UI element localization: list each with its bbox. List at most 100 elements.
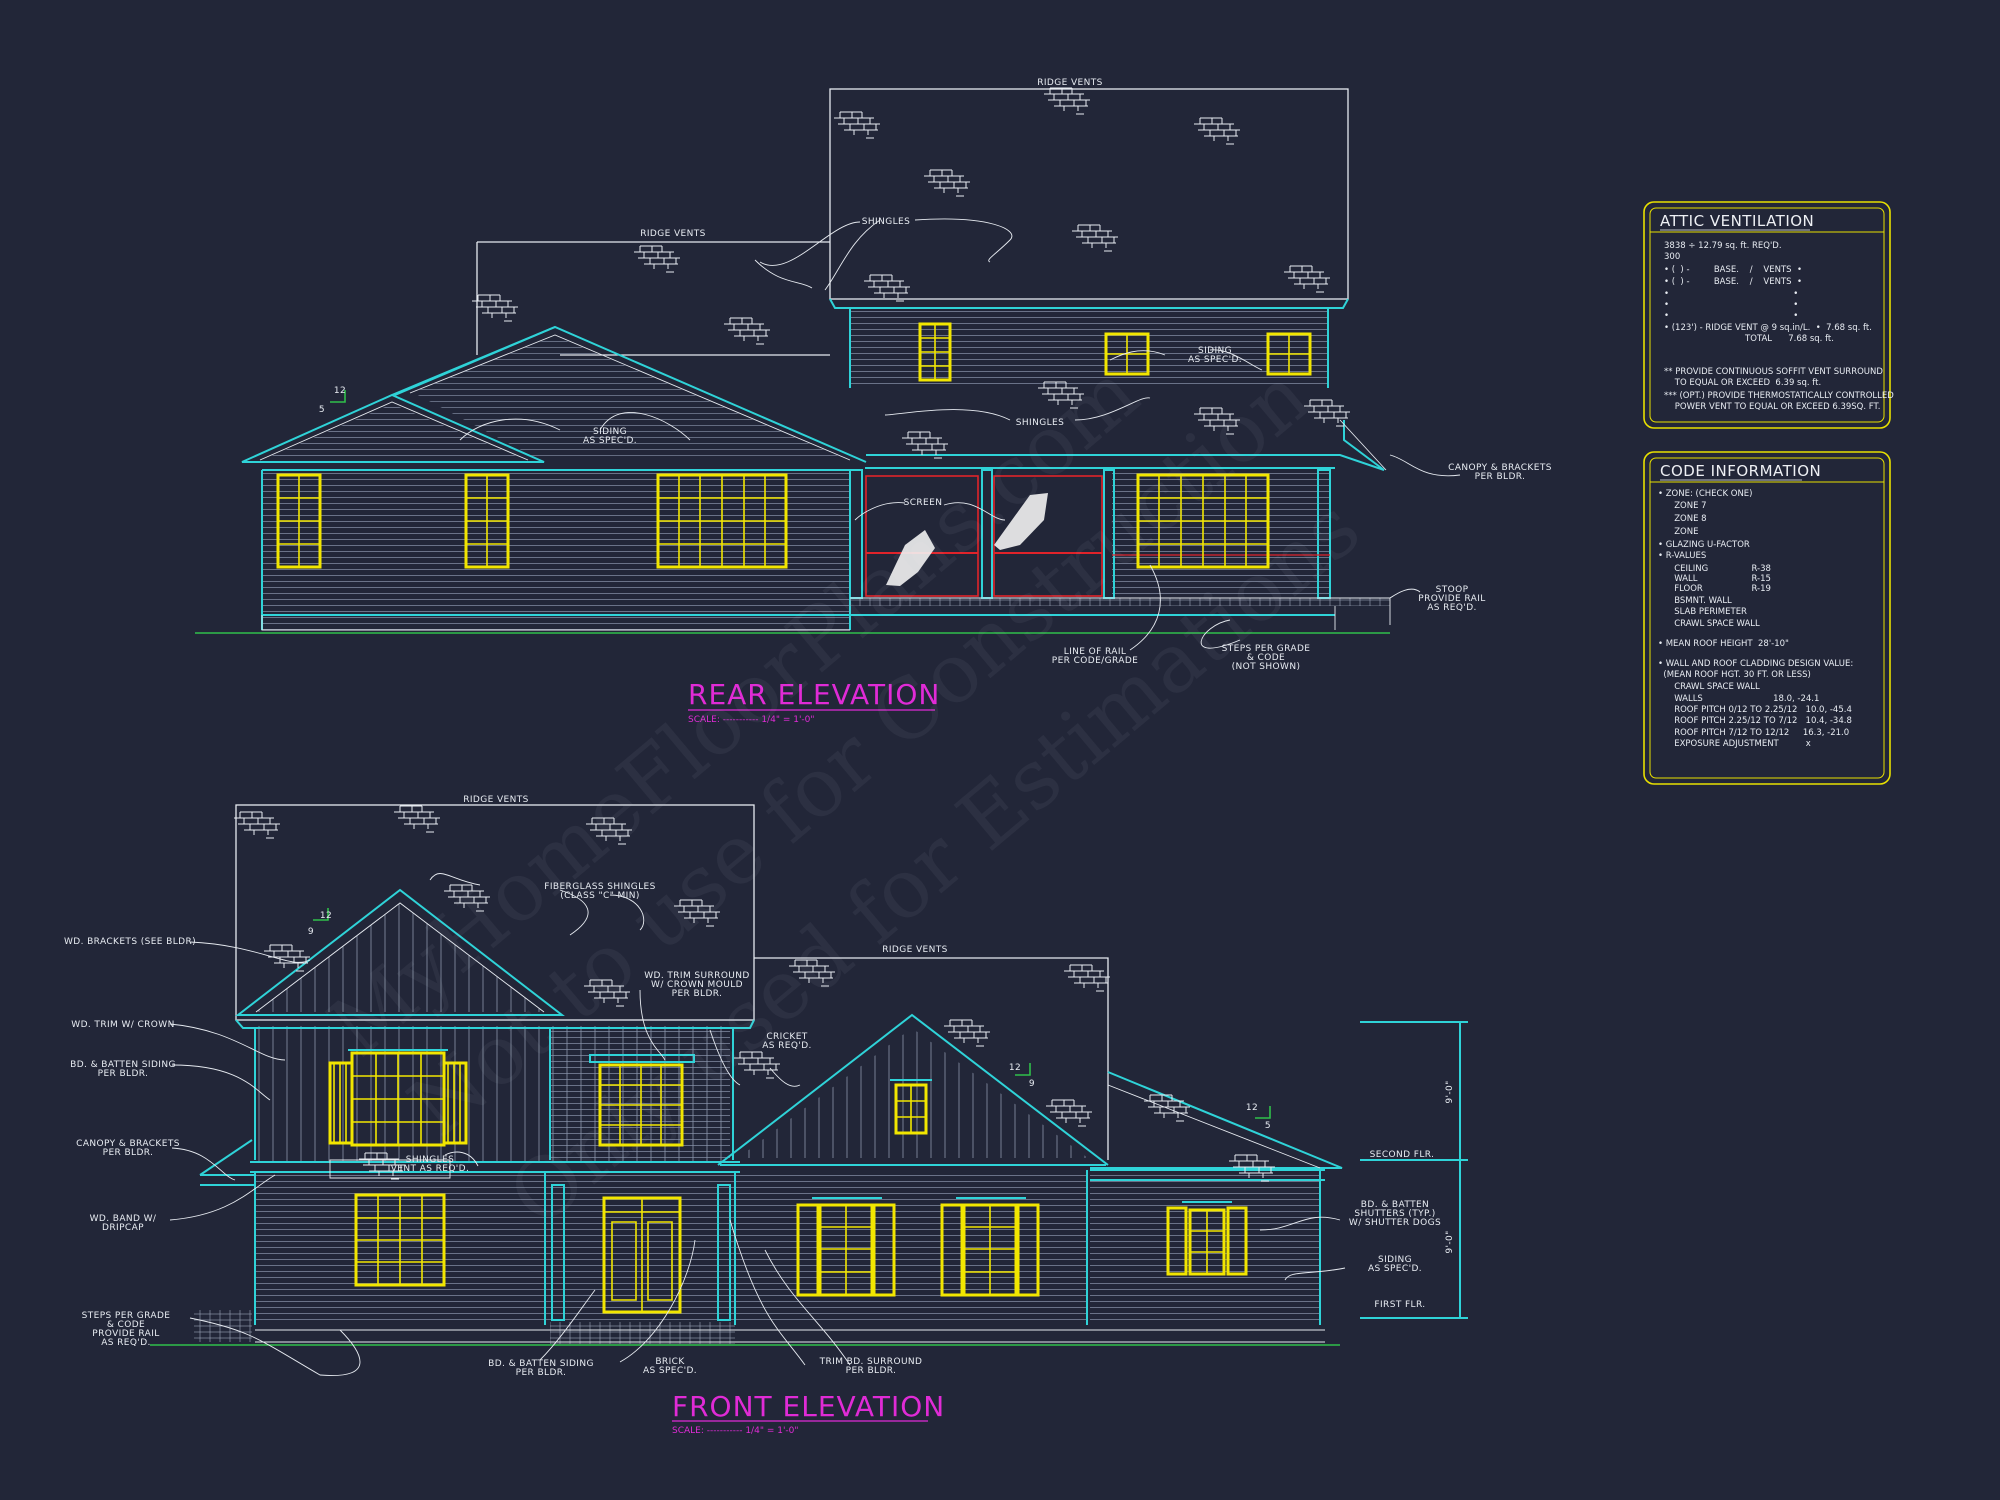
front-first-flr: FIRST FLR.	[1374, 1300, 1425, 1310]
attic-ventilation-title: ATTIC VENTILATION	[1660, 212, 1814, 230]
code-information-lines: • ZONE: (CHECK ONE) ZONE 7 ZONE 8 ZONE •…	[1658, 489, 1853, 749]
code-information-title: CODE INFORMATION	[1660, 462, 1821, 480]
front-trim-bd-2: PER BLDR.	[846, 1366, 897, 1376]
front-siding-1: SIDING	[1378, 1255, 1412, 1265]
front-cricket-1: CRICKET	[766, 1032, 807, 1042]
rear-pitch-rise: 5	[319, 405, 325, 415]
code-line: WALL R-15	[1658, 574, 1771, 584]
rear-siding-right-1: SIDING	[1198, 346, 1232, 356]
rear-steps-1: STEPS PER GRADE	[1222, 644, 1311, 654]
front-brick-1: BRICK	[655, 1357, 685, 1367]
front-pitch-a-run: 12	[320, 911, 332, 921]
attic-line: • •	[1664, 311, 1798, 321]
front-steps-2: & CODE	[107, 1320, 145, 1330]
front-wd-brackets: WD. BRACKETS (SEE BLDR)	[64, 937, 196, 947]
front-steps-4: AS REQ'D.	[101, 1338, 151, 1348]
attic-line: POWER VENT TO EQUAL OR EXCEED 6.39SQ. FT…	[1664, 402, 1880, 412]
code-line: ROOF PITCH 7/12 TO 12/12 16.3, -21.0	[1658, 728, 1849, 738]
code-line: • ZONE: (CHECK ONE)	[1658, 489, 1752, 499]
rear-stoop-2: PROVIDE RAIL	[1418, 594, 1485, 604]
code-line: EXPOSURE ADJUSTMENT x	[1658, 739, 1811, 749]
attic-line: • ( ) - BASE. / VENTS •	[1664, 265, 1802, 275]
front-ridge-vents-right: RIDGE VENTS	[882, 945, 948, 955]
code-line: (MEAN ROOF HGT. 30 FT. OR LESS)	[1658, 670, 1811, 680]
front-cricket-2: AS REQ'D.	[762, 1041, 812, 1051]
rear-screen-label: SCREEN	[904, 498, 943, 508]
front-bd-batten-bottom-1: BD. & BATTEN SIDING	[488, 1359, 594, 1369]
front-shingles-vent-1: SHINGLES	[406, 1155, 454, 1165]
front-ridge-vents-left: RIDGE VENTS	[463, 795, 529, 805]
code-line: CRAWL SPACE WALL	[1658, 682, 1760, 692]
front-wd-band-2: DRIPCAP	[102, 1223, 144, 1233]
front-fiberglass-1: FIBERGLASS SHINGLES	[544, 882, 655, 892]
rear-siding-right-2: AS SPEC'D.	[1188, 355, 1242, 365]
front-pitch-a-rise: 9	[308, 927, 314, 937]
front-trim-bd-1: TRIM BD. SURROUND	[819, 1357, 923, 1367]
code-line: ROOF PITCH 0/12 TO 2.25/12 10.0, -45.4	[1658, 705, 1852, 715]
code-line: WALLS 18.0, -24.1	[1658, 694, 1819, 704]
front-canopy-1: CANOPY & BRACKETS	[76, 1139, 180, 1149]
rear-canopy-1: CANOPY & BRACKETS	[1448, 463, 1552, 473]
rear-pitch-run: 12	[334, 386, 346, 396]
rear-windows	[276, 322, 1312, 569]
rear-steps-2: & CODE	[1247, 653, 1285, 663]
front-bd-batten-shutters-1: BD. & BATTEN	[1361, 1200, 1429, 1210]
code-line: • R-VALUES	[1658, 551, 1706, 561]
code-line: • MEAN ROOF HEIGHT 28'-10"	[1658, 639, 1789, 649]
code-line: CRAWL SPACE WALL	[1658, 619, 1760, 629]
rear-elevation-labels: RIDGE VENTS RIDGE VENTS SHINGLES SHINGLE…	[319, 78, 1552, 725]
front-shingles-vent-2: VENT AS REQ'D.	[391, 1164, 470, 1174]
attic-line: TOTAL 7.68 sq. ft.	[1664, 334, 1834, 344]
front-pitch-c-rise: 5	[1265, 1121, 1271, 1131]
code-line: ZONE	[1658, 527, 1698, 537]
front-height-lower: 9'-0"	[1445, 1230, 1455, 1253]
front-wd-trim-surround-1: WD. TRIM SURROUND	[644, 971, 750, 981]
front-wd-trim-surround-2: W/ CROWN MOULD	[651, 980, 743, 990]
front-pitch-b-rise: 9	[1029, 1079, 1035, 1089]
front-bd-batten-shutters-2: SHUTTERS (TYP.)	[1354, 1209, 1435, 1219]
attic-ventilation-panel: ATTIC VENTILATION 3838 ÷ 12.79 sq. ft. R…	[1643, 201, 1894, 429]
front-elevation-title: FRONT ELEVATION	[672, 1390, 945, 1423]
code-line: SLAB PERIMETER	[1658, 607, 1747, 617]
front-brick-2: AS SPEC'D.	[643, 1366, 697, 1376]
front-height-upper: 9'-0"	[1445, 1080, 1455, 1103]
rear-shingles-upper: SHINGLES	[862, 217, 910, 227]
code-line: CEILING R-38	[1658, 564, 1771, 574]
front-pitch-c-run: 12	[1246, 1103, 1258, 1113]
front-siding-2: AS SPEC'D.	[1368, 1264, 1422, 1274]
rear-elevation-title: REAR ELEVATION	[688, 678, 940, 711]
code-line: • WALL AND ROOF CLADDING DESIGN VALUE:	[1658, 659, 1853, 669]
attic-line: • •	[1664, 289, 1798, 299]
rear-steps-3: (NOT SHOWN)	[1232, 662, 1301, 672]
code-line: ZONE 7	[1658, 501, 1707, 511]
rear-stoop-3: AS REQ'D.	[1427, 603, 1477, 613]
rear-stoop-1: STOOP	[1436, 585, 1469, 595]
front-fiberglass-2: (CLASS "C" MIN)	[560, 891, 640, 901]
front-wd-band-1: WD. BAND W/	[90, 1214, 157, 1224]
rear-shingles-lower: SHINGLES	[1016, 418, 1064, 428]
code-line: ROOF PITCH 2.25/12 TO 7/12 10.4, -34.8	[1658, 716, 1852, 726]
attic-line: 300	[1664, 252, 1680, 262]
rear-ridge-vents-upper: RIDGE VENTS	[1037, 78, 1103, 88]
code-line: • GLAZING U-FACTOR	[1658, 540, 1750, 550]
attic-line: 3838 ÷ 12.79 sq. ft. REQ'D.	[1664, 241, 1782, 251]
code-line: BSMNT. WALL	[1658, 596, 1732, 606]
front-pitch-b-run: 12	[1009, 1063, 1021, 1073]
rear-elevation-scale: SCALE: ----------- 1/4" = 1'-0"	[688, 715, 815, 725]
front-steps-1: STEPS PER GRADE	[82, 1311, 171, 1321]
attic-line: TO EQUAL OR EXCEED 6.39 sq. ft.	[1664, 378, 1821, 388]
front-wd-trim-surround-3: PER BLDR.	[672, 989, 723, 999]
front-wd-trim-crown: WD. TRIM W/ CROWN	[71, 1020, 174, 1030]
attic-line: *** (OPT.) PROVIDE THERMOSTATICALLY CONT…	[1664, 391, 1894, 401]
rear-elevation-drawing	[195, 87, 1461, 651]
rear-ridge-vents-lower: RIDGE VENTS	[640, 229, 706, 239]
rear-siding-left-1: SIDING	[593, 427, 627, 437]
attic-ventilation-lines: 3838 ÷ 12.79 sq. ft. REQ'D. 300 • ( ) - …	[1664, 241, 1894, 412]
front-bd-batten-bottom-2: PER BLDR.	[516, 1368, 567, 1378]
rear-siding-left-2: AS SPEC'D.	[583, 436, 637, 446]
front-bd-batten-left-1: BD. & BATTEN SIDING	[70, 1060, 176, 1070]
front-elevation-labels: RIDGE VENTS RIDGE VENTS FIBERGLASS SHING…	[64, 795, 1455, 1436]
rear-line-of-rail-1: LINE OF RAIL	[1064, 647, 1127, 657]
attic-line: • ( ) - BASE. / VENTS •	[1664, 277, 1802, 287]
